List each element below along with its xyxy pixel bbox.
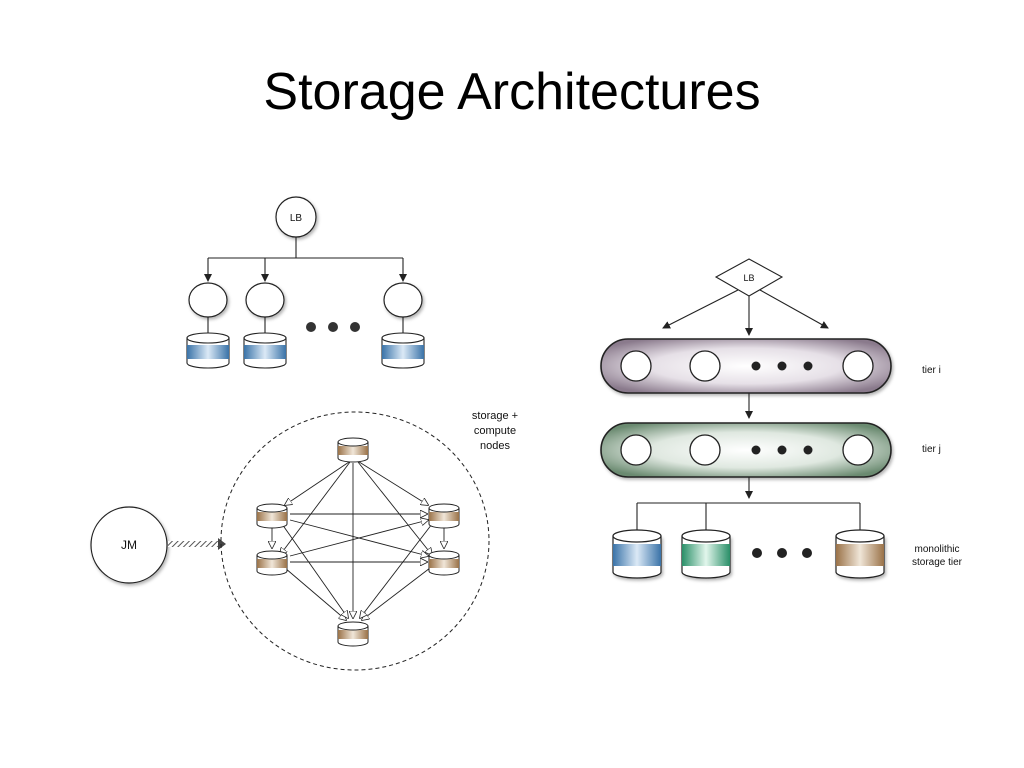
diagram-b-storage-compute: JM storage + compute nodes bbox=[90, 410, 518, 671]
tier-i-node-1 bbox=[620, 350, 652, 382]
jm-node: JM bbox=[90, 506, 168, 584]
cluster-caption-line-1: storage + bbox=[472, 410, 518, 422]
server-node-2 bbox=[245, 282, 285, 333]
lb-fanout-connectors bbox=[204, 237, 407, 282]
cluster-node-top bbox=[337, 437, 369, 463]
storage-disk-brown bbox=[835, 529, 885, 579]
cluster-node-right-upper bbox=[428, 503, 460, 529]
jm-dispatch-arrow bbox=[168, 538, 226, 550]
cluster-caption: storage + compute nodes bbox=[472, 410, 518, 452]
disk-blue-1 bbox=[186, 332, 230, 369]
server-node-n bbox=[383, 282, 423, 333]
jm-label: JM bbox=[121, 538, 137, 552]
lb-diamond: LB bbox=[714, 258, 784, 297]
tier-i-ellipsis bbox=[751, 361, 813, 371]
tier-i bbox=[600, 338, 892, 394]
cluster-caption-line-2: compute bbox=[474, 425, 516, 437]
mesh-connections bbox=[272, 459, 444, 620]
diagram-c-tiered: LB tier i tier j bbox=[600, 258, 963, 579]
cluster-caption-line-3: nodes bbox=[480, 440, 510, 452]
tier-j bbox=[600, 422, 892, 478]
lb-node: LB bbox=[275, 196, 317, 238]
cluster-boundary bbox=[220, 411, 490, 671]
storage-caption-line-1: monolithic bbox=[914, 544, 959, 555]
cluster-node-bottom bbox=[337, 621, 369, 647]
tier-j-ellipsis bbox=[751, 445, 813, 455]
tier-i-label: tier i bbox=[922, 365, 941, 376]
storage-disk-blue bbox=[612, 529, 662, 579]
slide-title: Storage Architectures bbox=[263, 63, 761, 121]
tier-i-node-n bbox=[842, 350, 874, 382]
tier-j-label: tier j bbox=[922, 444, 941, 455]
ellipsis-dots bbox=[306, 322, 360, 332]
lb-label: LB bbox=[290, 213, 303, 224]
server-node-1 bbox=[188, 282, 228, 333]
tier-j-to-storage-connectors bbox=[636, 477, 861, 530]
lb-to-tier-arrows bbox=[662, 289, 829, 336]
tier-i-node-2 bbox=[689, 350, 721, 382]
storage-ellipsis bbox=[752, 548, 812, 558]
tier-j-node-n bbox=[842, 434, 874, 466]
storage-caption-line-2: storage tier bbox=[912, 557, 963, 568]
diagram-a-shared-nothing: LB bbox=[186, 196, 425, 369]
cluster-node-right-lower bbox=[428, 550, 460, 576]
lb-diamond-label: LB bbox=[743, 273, 754, 283]
storage-caption: monolithic storage tier bbox=[912, 544, 963, 568]
cluster-node-left-lower bbox=[256, 550, 288, 576]
storage-disk-green bbox=[681, 529, 731, 579]
cluster-node-left-upper bbox=[256, 503, 288, 529]
tier-j-node-2 bbox=[689, 434, 721, 466]
disk-blue-n bbox=[381, 332, 425, 369]
disk-blue-2 bbox=[243, 332, 287, 369]
tier-j-node-1 bbox=[620, 434, 652, 466]
